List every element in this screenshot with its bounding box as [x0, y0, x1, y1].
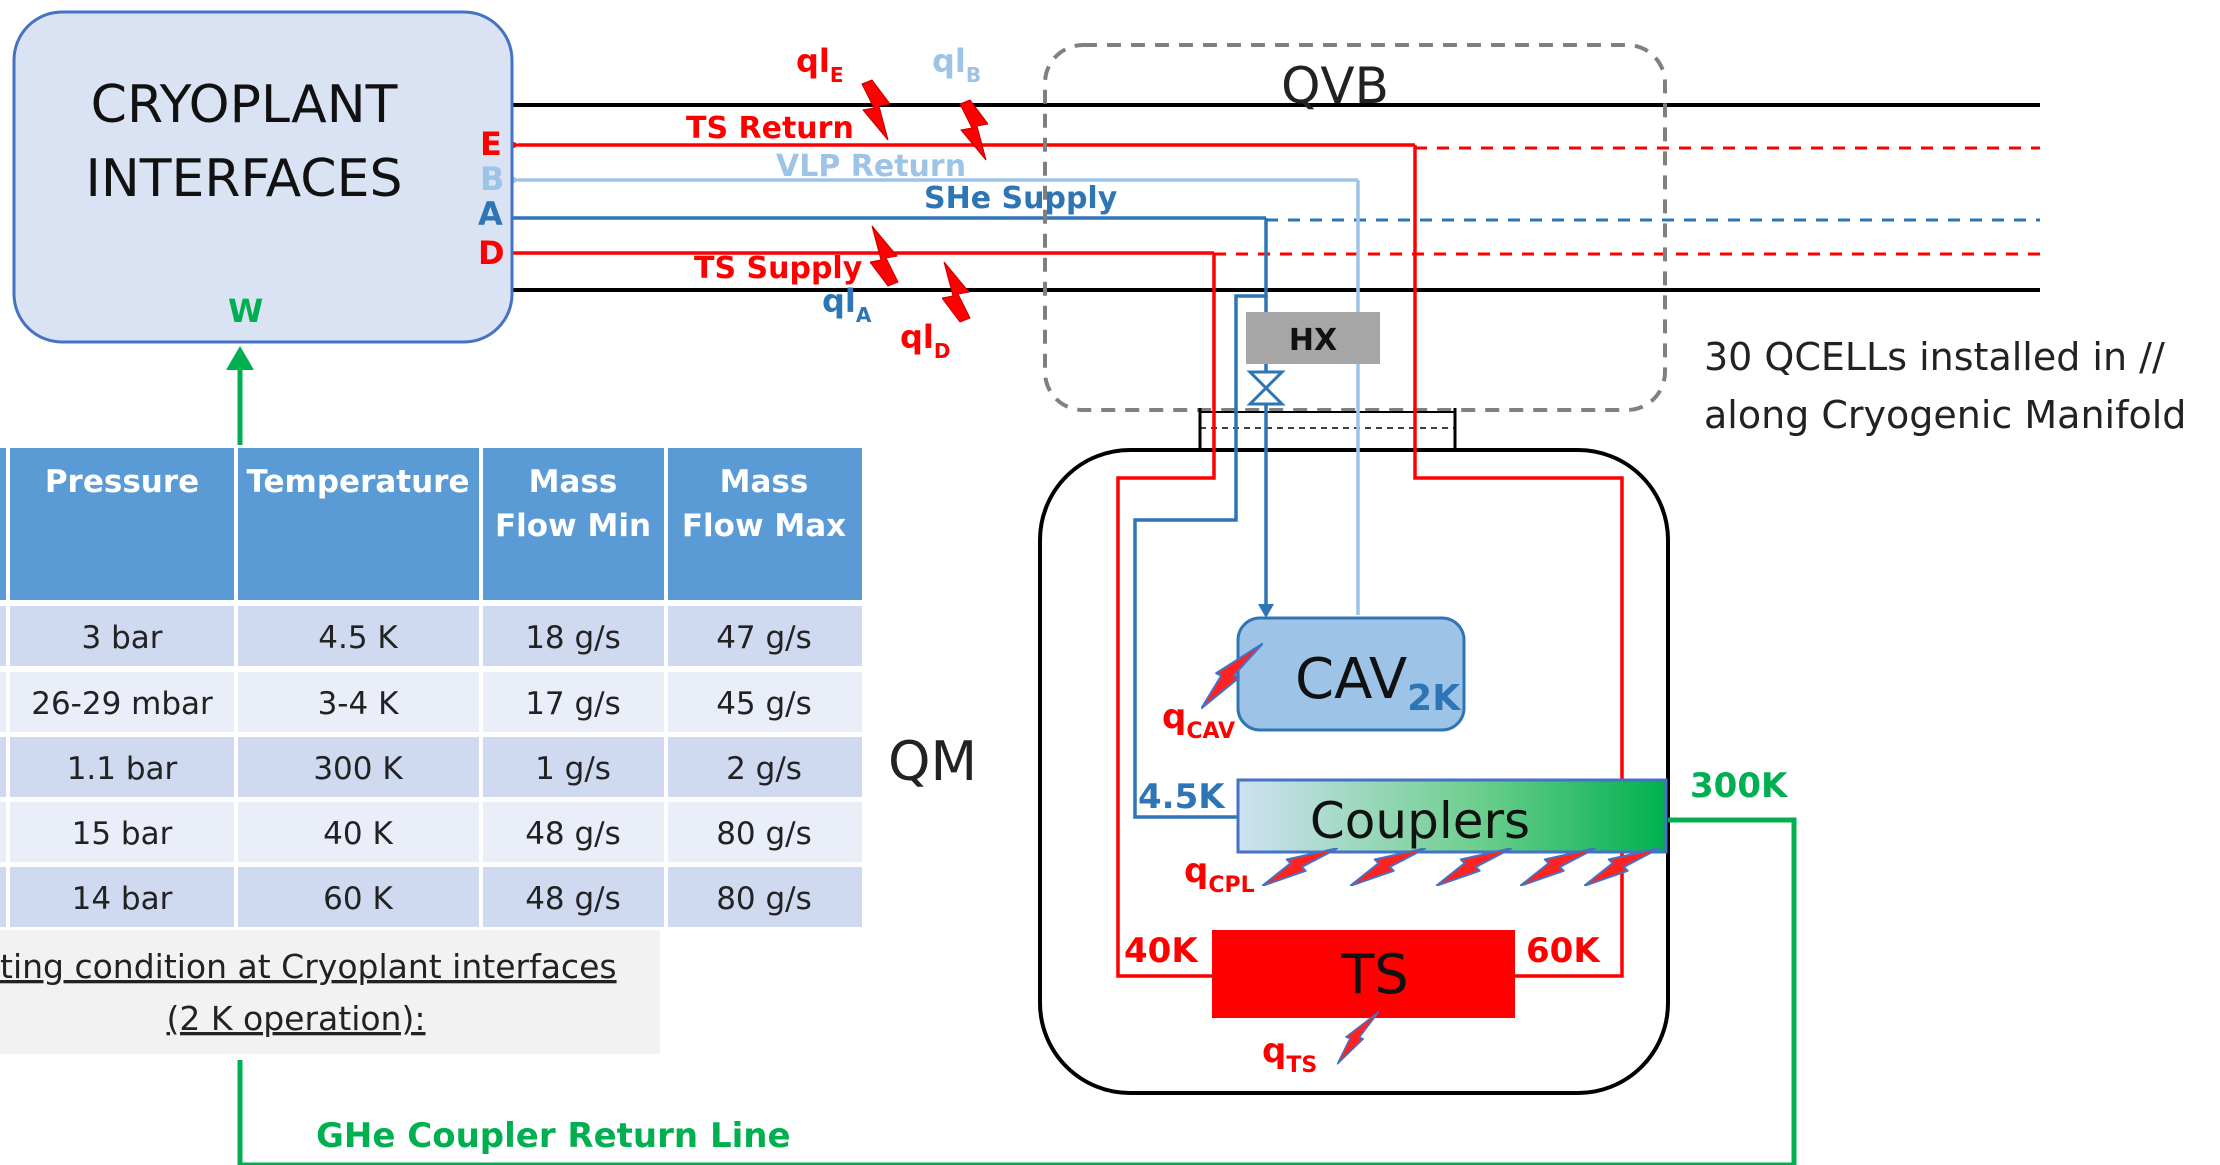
table-row-bg-5: [0, 867, 862, 927]
q-ts-zap-icon: [1323, 1010, 1393, 1066]
ql-e-label: qlE: [796, 42, 844, 87]
table-header-pressure: Pressure: [45, 464, 199, 500]
table-cell: 80 g/s: [716, 881, 812, 917]
qvb-box: [1043, 43, 1667, 412]
ghe-return-label: GHe Coupler Return Line: [316, 1116, 791, 1156]
port-e-label: E: [480, 125, 502, 163]
ql-a-bolt-icon: [870, 225, 899, 287]
table-cell: 14 bar: [72, 881, 173, 917]
hx-label: HX: [1289, 323, 1337, 358]
temp-300k-label: 300K: [1690, 766, 1789, 806]
qm-label: QM: [888, 730, 977, 793]
q-cav-label: qCAV: [1162, 697, 1235, 744]
ql-a-label: qlA: [822, 282, 872, 327]
hx-box: [1246, 312, 1380, 364]
vlp-return-label: VLP Return: [776, 149, 966, 184]
table-cell: 1 g/s: [535, 751, 611, 787]
table-row-bg-4: [0, 802, 862, 862]
table-cell: 1.1 bar: [67, 751, 178, 787]
table-row-bg-3: [0, 737, 862, 797]
port-a-label: A: [478, 195, 503, 233]
couplers-label: Couplers: [1310, 792, 1530, 850]
ghe-return-line: [237, 817, 1797, 1165]
table-header-flow-min-2: Flow Min: [495, 508, 651, 544]
table-caption-line-1: ting condition at Cryoplant interfaces: [0, 947, 617, 986]
ts-return-label: TS Return: [686, 111, 854, 146]
table-row-bg-1: [0, 606, 862, 666]
table-cell: 2 g/s: [726, 751, 802, 787]
q-ts-label: qTS: [1262, 1031, 1317, 1078]
ts-label: TS: [1340, 943, 1408, 1006]
table-header-flow-max-1: Mass: [720, 464, 809, 500]
cav-label: CAV2K: [1295, 647, 1461, 719]
ql-e-bolt-icon: [861, 79, 890, 141]
table-header-bg: [0, 448, 862, 600]
operating-conditions-table: Pressure Temperature Mass Flow Min Mass …: [0, 448, 862, 927]
table-header-flow-max-2: Flow Max: [682, 508, 846, 544]
temp-40k-label: 40K: [1124, 931, 1199, 971]
ts-box: [1212, 930, 1515, 1018]
ts-loop-right: [1413, 145, 1624, 978]
table-cell: 40 K: [323, 816, 393, 852]
table-cell: 45 g/s: [716, 686, 812, 722]
table-cell: 15 bar: [72, 816, 173, 852]
table-cell: 80 g/s: [716, 816, 812, 852]
port-w-label: W: [228, 292, 263, 330]
couplers-box: [1236, 778, 1668, 854]
table-caption-line-2: (2 K operation):: [167, 999, 426, 1038]
temp-60k-label: 60K: [1526, 931, 1601, 971]
table-cell: 4.5 K: [318, 620, 398, 656]
table-cell: 26-29 mbar: [31, 686, 213, 722]
valve-icon: [1246, 370, 1286, 406]
table-cell: 48 g/s: [525, 816, 621, 852]
table-cell: 18 g/s: [525, 620, 621, 656]
table-header-temperature: Temperature: [247, 464, 470, 500]
table-cell: 47 g/s: [716, 620, 812, 656]
note-line-1: 30 QCELLs installed in //: [1704, 335, 2165, 379]
table-cell: 60 K: [323, 881, 393, 917]
temp-4-5k-label: 4.5K: [1138, 777, 1226, 817]
cav-box: [1236, 616, 1466, 732]
table-header-flow-min-1: Mass: [529, 464, 618, 500]
q-cpl-zap-icon-1: [1262, 848, 1338, 886]
table-cell: 300 K: [313, 751, 403, 787]
ql-d-label: qlD: [900, 318, 950, 363]
port-b-label: B: [480, 160, 504, 198]
ts-supply-label: TS Supply: [694, 251, 863, 286]
table-cell: 3-4 K: [318, 686, 399, 722]
table-caption-bg: [0, 930, 660, 1054]
q-cpl-zap-icon-2: [1350, 848, 1426, 886]
cryoplant-title-1: CRYOPLANT: [91, 75, 398, 135]
ql-b-label: qlB: [932, 42, 981, 87]
cryoplant-title-2: INTERFACES: [86, 149, 403, 209]
ts-loop-left: [1116, 253, 1216, 978]
qm-box: [1038, 448, 1670, 1095]
port-d-label: D: [478, 234, 505, 272]
note-line-2: along Cryogenic Manifold: [1704, 393, 2186, 437]
q-cpl-zap-icon-4: [1520, 848, 1596, 886]
table-row-bg-2: [0, 672, 862, 732]
cryoplant-box: [12, 10, 514, 344]
qvb-label: QVB: [1281, 57, 1389, 115]
she-cav-arrow: [1258, 604, 1274, 618]
q-cpl-label: qCPL: [1184, 851, 1255, 898]
q-cpl-zap-icon-3: [1436, 848, 1512, 886]
she-supply-label: SHe Supply: [924, 181, 1118, 216]
ghe-return-arrow: [226, 346, 254, 370]
table-cell: 17 g/s: [525, 686, 621, 722]
cav-subscript: 2K: [1407, 678, 1461, 719]
table-cell: 48 g/s: [525, 881, 621, 917]
table-cell: 3 bar: [82, 620, 163, 656]
